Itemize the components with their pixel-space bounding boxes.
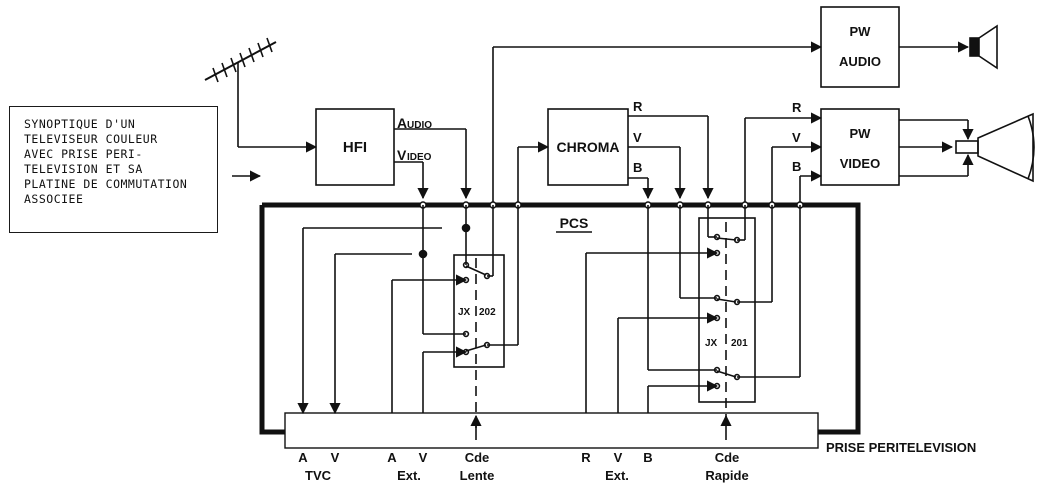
cde2-label: Cde [715, 450, 740, 465]
diagram-caption: SYNOPTIQUE D'UN TELEVISEUR COULEUR AVEC … [9, 106, 218, 233]
rapide-label: Rapide [705, 468, 748, 483]
prise-label: PRISE PERITELEVISION [826, 440, 976, 455]
jx202-b: 202 [479, 307, 496, 318]
pw-v: V [792, 130, 801, 145]
pcs-board-outline [262, 202, 861, 435]
pcs-label: PCS [560, 215, 589, 231]
pw-audio-label-1: PW [850, 24, 872, 39]
chroma-b: B [633, 160, 642, 175]
ext1-v: V [419, 450, 428, 465]
jx202-relay [453, 254, 505, 368]
chroma-label: CHROMA [557, 139, 620, 155]
caption-line: PLATINE DE COMMUTATION [24, 177, 188, 191]
ext2-label: Ext. [605, 468, 629, 483]
chroma-r: R [633, 99, 643, 114]
pw-b: B [792, 159, 801, 174]
video-rest: IDEO [407, 152, 432, 163]
pw-audio-block [820, 6, 900, 88]
tvc-a: A [298, 450, 308, 465]
audio-cap: A [397, 115, 407, 131]
audio-rest: UDIO [407, 120, 432, 131]
pw-video-block [820, 108, 900, 186]
ext1-label: Ext. [397, 468, 421, 483]
ext2-r: R [581, 450, 591, 465]
caption-line: ASSOCIEE [24, 192, 84, 206]
video-cap: V [397, 147, 407, 163]
caption-line: TELEVISION ET SA [24, 162, 143, 176]
pw-r: R [792, 100, 802, 115]
speaker-icon [969, 24, 998, 70]
tvc-label: TVC [305, 468, 332, 483]
caption-line: TELEVISEUR COULEUR [24, 132, 158, 146]
hfi-label: HFI [343, 139, 367, 156]
pw-video-label-2: VIDEO [840, 156, 880, 171]
ext2-b: B [643, 450, 652, 465]
prise-peritelevision-connector [284, 412, 819, 449]
chroma-v: V [633, 130, 642, 145]
pw-video-label-1: PW [850, 126, 872, 141]
jx201-a: JX [705, 338, 718, 349]
cde1-label: Cde [465, 450, 490, 465]
ext1-a: A [387, 450, 397, 465]
caption-line: SYNOPTIQUE D'UN [24, 117, 136, 131]
caption-line: AVEC PRISE PERI- [24, 147, 143, 161]
tvc-v: V [331, 450, 340, 465]
pw-audio-label-2: AUDIO [839, 54, 881, 69]
hfi-block [315, 108, 395, 186]
jx201-relay [698, 217, 756, 403]
jx201-b: 201 [731, 338, 748, 349]
lente-label: Lente [460, 468, 495, 483]
antenna-icon [204, 37, 318, 153]
ext2-v: V [614, 450, 623, 465]
crt-tube-icon [955, 112, 1035, 183]
jx202-a: JX [458, 307, 471, 318]
